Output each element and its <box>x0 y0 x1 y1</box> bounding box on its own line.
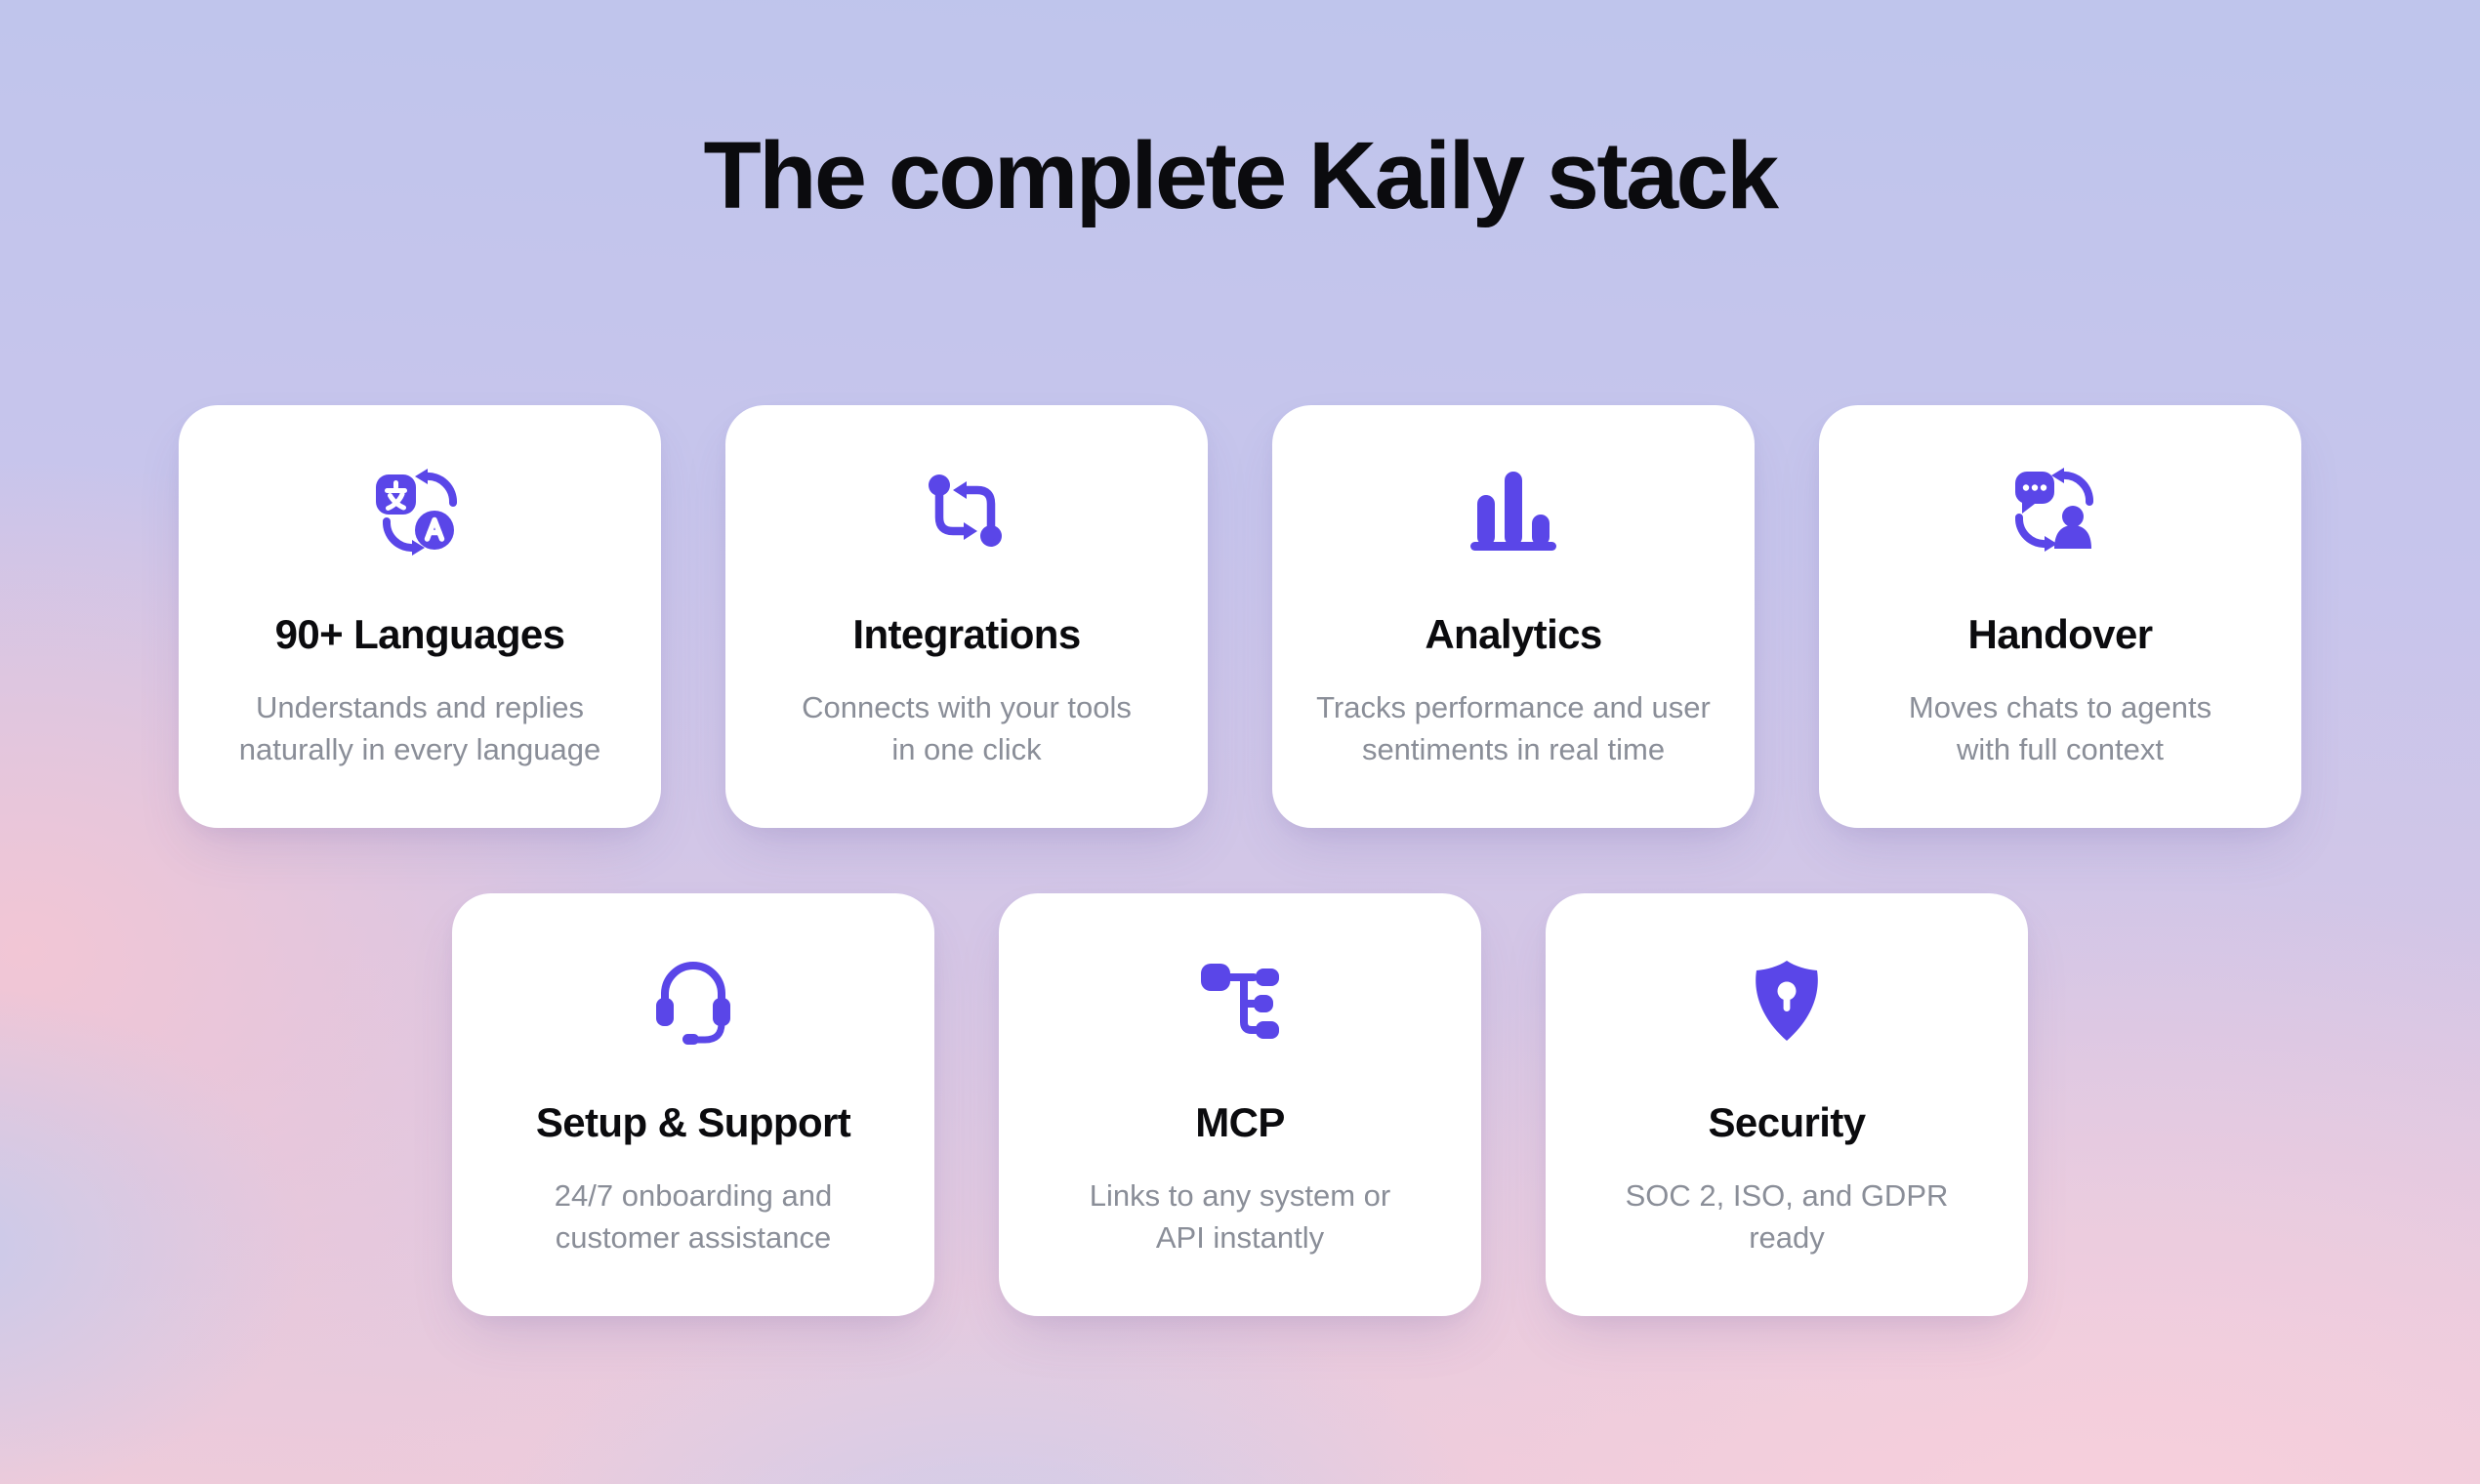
card-description: 24/7 onboarding and customer assistance <box>555 1175 832 1258</box>
card-description-line-1: Tracks performance and user <box>1316 690 1711 724</box>
card-description-line-1: Moves chats to agents <box>1908 690 2212 724</box>
chat-to-agent-icon <box>2013 466 2107 559</box>
feature-card-mcp: MCP Links to any system or API instantly <box>999 893 1481 1316</box>
card-description-line-2: naturally in every language <box>238 732 601 766</box>
card-title: Security <box>1708 1099 1867 1145</box>
card-title: 90+ Languages <box>274 611 565 657</box>
card-description-line-1: SOC 2, ISO, and GDPR <box>1625 1178 1949 1213</box>
card-title: Setup & Support <box>535 1099 851 1145</box>
translate-icon <box>373 466 467 559</box>
card-description-line-1: Connects with your tools <box>802 690 1132 724</box>
card-description-line-2: sentiments in real time <box>1361 732 1666 766</box>
sync-arrows-icon <box>920 466 1013 559</box>
card-description-line-2: customer assistance <box>555 1220 832 1255</box>
feature-row-1: 90+ Languages Understands and replies na… <box>179 405 2301 828</box>
card-description: Moves chats to agents with full context <box>1909 686 2211 770</box>
card-description-line-1: Links to any system or <box>1089 1178 1391 1213</box>
feature-card-integrations: Integrations Connects with your tools in… <box>725 405 1208 828</box>
card-description: Tracks performance and user sentiments i… <box>1316 686 1711 770</box>
headset-icon <box>646 954 740 1048</box>
card-description-line-2: in one click <box>891 732 1042 766</box>
feature-row-2: Setup & Support 24/7 onboarding and cust… <box>452 893 2028 1316</box>
shield-keyhole-icon <box>1740 954 1834 1048</box>
card-description: SOC 2, ISO, and GDPR ready <box>1626 1175 1949 1258</box>
card-title: Handover <box>1967 611 2154 657</box>
card-description: Links to any system or API instantly <box>1090 1175 1390 1258</box>
feature-card-analytics: Analytics Tracks performance and user se… <box>1272 405 1755 828</box>
card-title: Analytics <box>1425 611 1602 657</box>
feature-cards: 90+ Languages Understands and replies na… <box>179 405 2301 1316</box>
tree-connections-icon <box>1193 954 1287 1048</box>
card-title: Integrations <box>852 611 1081 657</box>
card-description-line-2: ready <box>1749 1220 1825 1255</box>
card-description-line-1: 24/7 onboarding and <box>554 1178 833 1213</box>
card-description-line-2: with full context <box>1957 732 2164 766</box>
card-description: Connects with your tools in one click <box>802 686 1132 770</box>
card-description-line-1: Understands and replies <box>255 690 585 724</box>
feature-card-setup-support: Setup & Support 24/7 onboarding and cust… <box>452 893 934 1316</box>
card-title: MCP <box>1195 1099 1285 1145</box>
feature-card-languages: 90+ Languages Understands and replies na… <box>179 405 661 828</box>
card-description-line-2: API instantly <box>1155 1220 1325 1255</box>
feature-card-handover: Handover Moves chats to agents with full… <box>1819 405 2301 828</box>
card-description: Understands and replies naturally in eve… <box>239 686 601 770</box>
page-title: The complete Kaily stack <box>703 122 1779 228</box>
bar-chart-icon <box>1467 466 1560 559</box>
feature-card-security: Security SOC 2, ISO, and GDPR ready <box>1546 893 2028 1316</box>
